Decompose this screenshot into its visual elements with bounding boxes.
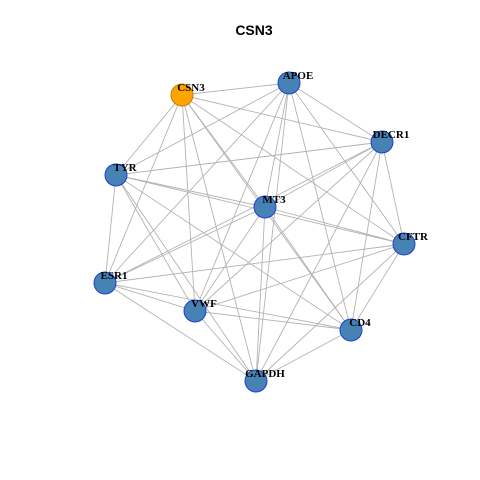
edge-cftr-vwf [194,243,405,312]
edge-csn3-gapdh [181,94,257,382]
node-mt3 [253,195,277,219]
edge-apoe-vwf [194,82,290,312]
edge-decr1-vwf [194,141,383,312]
edge-decr1-cftr [381,141,405,245]
edge-csn3-tyr [115,94,183,176]
edge-decr1-gapdh [255,141,383,382]
edge-decr1-mt3 [264,141,383,208]
edge-tyr-mt3 [115,174,266,208]
node-label-decr1: DECR1 [373,129,410,141]
edge-tyr-gapdh [115,174,257,382]
edge-vwf-cd4 [194,310,352,331]
edge-csn3-cftr [181,94,405,245]
edge-decr1-tyr [115,141,383,176]
edge-decr1-cd4 [350,141,383,331]
node-label-cd4: CD4 [349,317,371,329]
node-label-esr1: ESR1 [101,270,128,282]
node-label-apoe: APOE [283,70,314,82]
edge-tyr-vwf [115,174,196,312]
edge-apoe-cd4 [288,82,352,331]
node-decr1 [370,130,394,154]
node-esr1 [93,271,117,295]
edge-csn3-vwf [181,94,196,312]
node-vwf [183,299,207,323]
node-label-mt3: MT3 [262,194,286,206]
node-label-vwf: VWF [191,298,217,310]
node-tyr [104,163,128,187]
edge-apoe-mt3 [264,82,290,208]
edge-csn3-esr1 [104,94,183,284]
edge-csn3-apoe [181,82,290,96]
edge-cftr-cd4 [350,243,405,331]
node-cftr [392,232,416,256]
edge-mt3-cd4 [264,206,352,331]
edge-cd4-gapdh [255,329,352,382]
edge-esr1-cd4 [104,282,352,331]
edge-apoe-cftr [288,82,405,245]
edge-mt3-esr1 [104,206,266,284]
edge-apoe-gapdh [255,82,290,382]
edge-apoe-esr1 [104,82,290,284]
edge-apoe-tyr [115,82,290,176]
edge-tyr-cd4 [115,174,352,331]
edge-apoe-decr1 [288,82,383,143]
graph-title: CSN3 [235,22,273,38]
edge-esr1-vwf [104,282,196,312]
node-gapdh [244,369,268,393]
edge-decr1-esr1 [104,141,383,284]
node-csn3 [170,83,194,107]
edge-cftr-esr1 [104,243,405,284]
node-apoe [277,71,301,95]
node-label-tyr: TYR [113,162,137,174]
edge-tyr-esr1 [104,174,117,284]
node-label-cftr: CFTR [398,231,429,243]
edge-mt3-cftr [264,206,405,245]
edge-esr1-gapdh [104,282,257,382]
edge-mt3-vwf [194,206,266,312]
edge-cftr-gapdh [255,243,405,382]
nodes-layer [93,71,416,393]
edges-layer [104,82,405,382]
node-label-csn3: CSN3 [177,82,205,94]
edge-vwf-gapdh [194,310,257,382]
node-cd4 [339,318,363,342]
edge-mt3-gapdh [255,206,266,382]
node-label-gapdh: GAPDH [245,368,285,380]
